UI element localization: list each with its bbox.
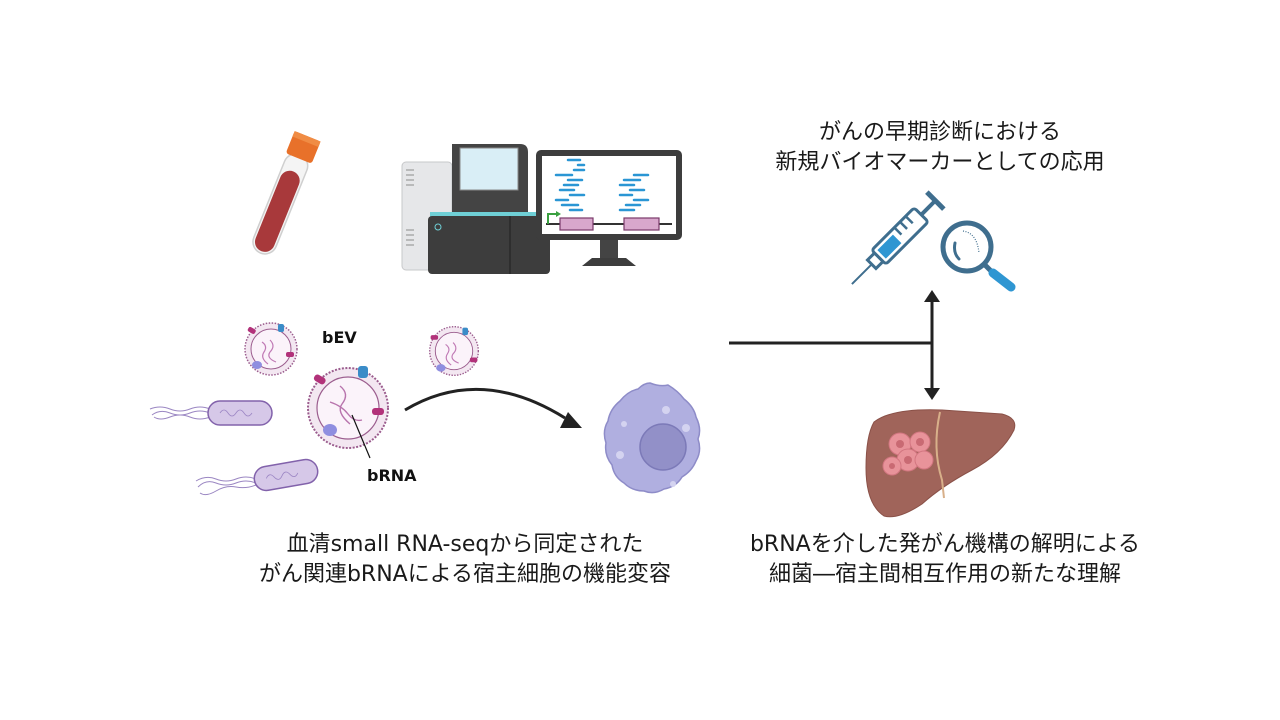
monitor-icon xyxy=(536,150,682,266)
bev-vesicle-small-2 xyxy=(428,325,480,377)
gene-exon-2 xyxy=(623,217,660,231)
syringe-icon xyxy=(851,190,946,285)
magnifier-icon xyxy=(940,220,1016,292)
caption-line: bRNAを介した発がん機構の解明による xyxy=(749,532,1141,557)
liver-tumor-icon xyxy=(865,409,1016,518)
blood-tube-icon xyxy=(252,130,321,255)
sequencer-icon xyxy=(401,144,550,274)
caption-carcinogenesis-mechanism: bRNAを介した発がん機構の解明による 細菌―宿主間相互作用の新たな理解 xyxy=(715,530,1175,590)
caption-line: 血清small RNA-seqから同定された xyxy=(286,532,644,557)
caption-biomarker-application: がんの早期診断における 新規バイオマーカーとしての応用 xyxy=(740,118,1140,178)
gene-exon-1 xyxy=(559,217,594,231)
caption-line: がん関連bRNAによる宿主細胞の機能変容 xyxy=(258,562,672,587)
bev-label: bEV xyxy=(322,328,357,347)
host-cell-icon xyxy=(603,382,701,494)
bacterium-icon-2 xyxy=(195,458,319,496)
caption-host-cell-modulation: 血清small RNA-seqから同定された がん関連bRNAによる宿主細胞の機… xyxy=(225,530,705,590)
bev-vesicle-small-1 xyxy=(244,322,298,376)
caption-line: 細菌―宿主間相互作用の新たな理解 xyxy=(768,562,1121,587)
caption-line: がんの早期診断における xyxy=(818,120,1061,145)
brna-label: bRNA xyxy=(367,466,417,485)
bev-vesicle-large xyxy=(307,366,389,449)
bacterium-icon-1 xyxy=(149,400,273,426)
caption-line: 新規バイオマーカーとしての応用 xyxy=(775,150,1105,175)
